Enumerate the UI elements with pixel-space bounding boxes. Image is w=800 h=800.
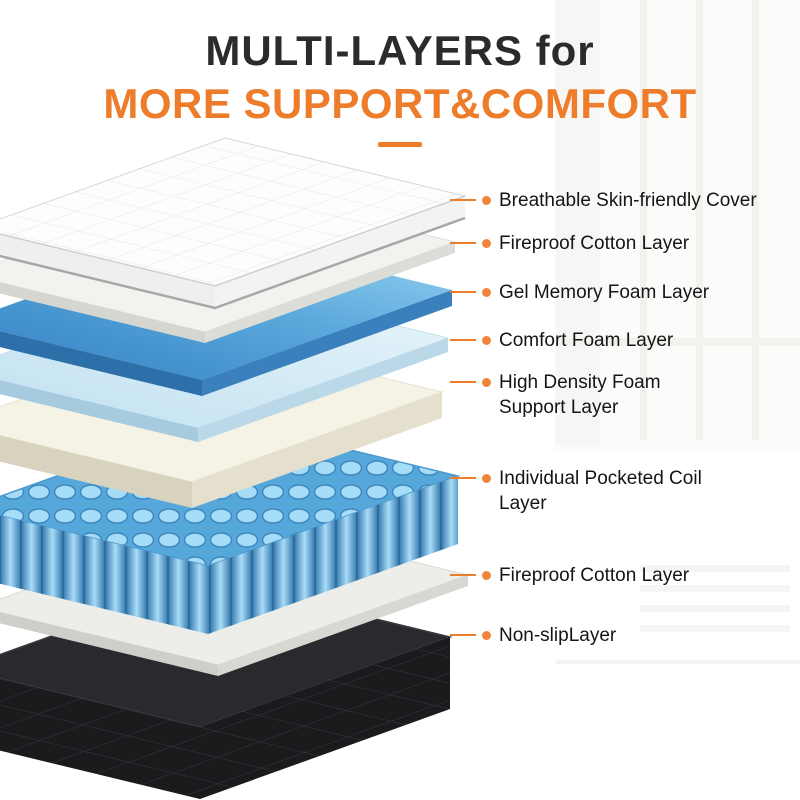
title-line1: MULTI-LAYERS for <box>205 27 595 74</box>
leader-line-icon <box>450 339 476 341</box>
layer-label-text: Individual Pocketed Coil Layer <box>499 468 702 514</box>
leader-line-icon <box>450 242 476 244</box>
leader-line-icon <box>450 477 476 479</box>
leader-line-icon <box>450 634 476 636</box>
heading: MULTI-LAYERS for MORE SUPPORT&COMFORT <box>0 27 800 148</box>
leader-line-icon <box>450 381 476 383</box>
layer-quilted-cover <box>0 137 467 310</box>
layer-label-text: Fireproof Cotton Layer <box>499 233 690 254</box>
layer-label-gel-memory-foam: Gel Memory Foam Layer <box>450 280 709 305</box>
layer-label-text: Gel Memory Foam Layer <box>499 282 710 303</box>
bullet-icon <box>482 571 491 580</box>
bullet-icon <box>482 474 491 483</box>
bullet-icon <box>482 288 491 297</box>
layer-label-text: High Density Foam Support Layer <box>499 372 661 418</box>
layer-label-high-density-foam: High Density Foam Support Layer <box>450 370 661 420</box>
room-background <box>555 0 800 664</box>
bullet-icon <box>482 378 491 387</box>
layer-label-text: Non-slipLayer <box>499 625 617 646</box>
bullet-icon <box>482 239 491 248</box>
layer-label-pocketed-coil: Individual Pocketed Coil Layer <box>450 466 702 516</box>
title-underline-icon <box>378 142 422 148</box>
leader-line-icon <box>450 199 476 201</box>
bullet-icon <box>482 631 491 640</box>
layer-label-text: Breathable Skin-friendly Cover <box>499 190 757 211</box>
layer-label-text: Fireproof Cotton Layer <box>499 565 690 586</box>
layer-label-comfort-foam: Comfort Foam Layer <box>450 328 673 353</box>
layer-label-fireproof-cotton-top: Fireproof Cotton Layer <box>450 231 689 256</box>
bullet-icon <box>482 196 491 205</box>
layer-label-fireproof-cotton-bottom: Fireproof Cotton Layer <box>450 563 689 588</box>
leader-line-icon <box>450 574 476 576</box>
layer-label-breathable-cover: Breathable Skin-friendly Cover <box>450 188 757 213</box>
leader-line-icon <box>450 291 476 293</box>
bullet-icon <box>482 336 491 345</box>
title-line2: MORE SUPPORT&COMFORT <box>103 80 697 128</box>
layer-label-non-slip: Non-slipLayer <box>450 623 616 648</box>
layer-label-text: Comfort Foam Layer <box>499 330 674 351</box>
